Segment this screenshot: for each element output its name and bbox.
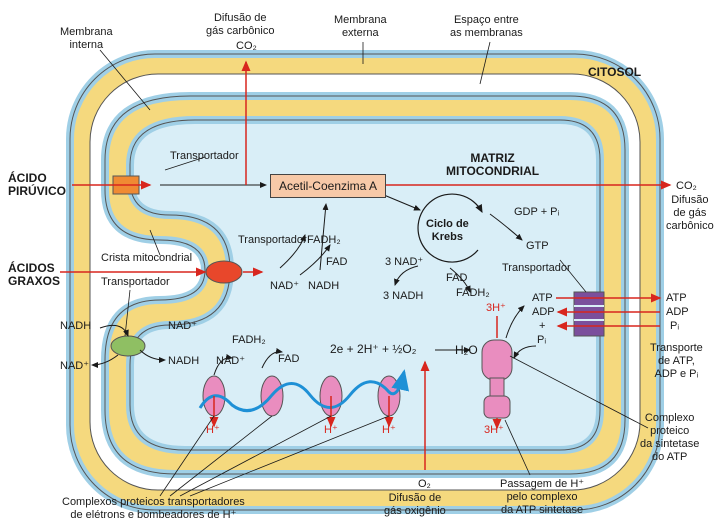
label-nad-3: NAD⁺ [216, 355, 246, 367]
label-nad-left: NAD⁺ [60, 360, 90, 372]
label-atp-in: ATP [532, 292, 553, 304]
fatty-acid-transporter [205, 260, 243, 284]
label-3nad: 3 NAD⁺ [385, 256, 424, 268]
label-o2: O₂ [418, 478, 431, 490]
label-atp-transport: Transporte de ATP, ADP e Pᵢ [650, 342, 703, 380]
label-cytosol: CITOSOL [588, 65, 642, 79]
label-crista: Crista mitocondrial [101, 252, 193, 264]
label-co2-top: CO₂ [236, 40, 257, 52]
label-inner-membrane: Membrana interna [60, 26, 113, 51]
label-nadh-left: NADH [60, 320, 92, 332]
label-fadh2-1: FADH₂ [307, 234, 341, 246]
label-h-passage: Passagem de H⁺ pelo complexo da ATP sint… [500, 478, 585, 516]
label-atp-synthase-complex: Complexo proteico da sintetase do ATP [640, 412, 700, 463]
label-adp-in: ADP [532, 306, 555, 318]
label-nad-1: NAD⁺ [270, 280, 300, 292]
label-nad-2: NAD⁺ [168, 320, 198, 332]
label-o2-diffusion: Difusão de gás oxigênio [384, 492, 446, 517]
acetyl-coa-box: Acetil-Coenzima A [270, 174, 386, 198]
label-matrix: MATRIZ MITOCONDRIAL [446, 151, 540, 178]
label-intermembrane-space: Espaço entre as membranas [450, 14, 523, 39]
label-fadh2-3: FADH₂ [232, 334, 266, 346]
label-fad-2: FAD [446, 272, 468, 284]
label-transporter-2: Transportador [238, 234, 307, 246]
label-fad-3: FAD [278, 353, 300, 365]
nadh-shuttle-transporter [110, 335, 146, 357]
label-nadh-2: NADH [168, 355, 200, 367]
label-fad-1: FAD [326, 256, 348, 268]
label-h-3: H⁺ [382, 424, 396, 436]
label-atp-out: ATP [666, 292, 687, 304]
label-pi-in: Pᵢ [537, 334, 547, 346]
electron-path [198, 369, 410, 413]
label-gdp-pi: GDP + Pᵢ [514, 206, 560, 218]
krebs-cycle-arrow [417, 193, 483, 263]
label-gtp: GTP [526, 240, 549, 252]
label-krebs-cycle: Ciclo de Krebs [426, 218, 469, 243]
label-fadh2-2: FADH₂ [456, 287, 490, 299]
label-transporter-3: Transportador [502, 262, 571, 274]
atp-synthase [481, 339, 513, 419]
label-pyruvic-acid: ÁCIDO PIRÚVICO [8, 171, 67, 198]
label-fatty-acids: ÁCIDOS GRAXOS [8, 261, 61, 288]
label-3h-bottom: 3H⁺ [484, 424, 504, 436]
label-co2-right: CO₂ [676, 180, 697, 192]
label-h2o: H₂O [455, 343, 478, 357]
label-h-1: H⁺ [206, 424, 220, 436]
label-transporter-1: Transportador [170, 150, 239, 162]
label-co2-diffusion-right: Difusão de gás carbônico [666, 194, 714, 232]
label-plus: + [539, 320, 546, 332]
atp-adp-transporter [573, 291, 605, 337]
label-transporter-4: Transportador [101, 276, 170, 288]
label-co2-diffusion-top: Difusão de gás carbônico [206, 12, 275, 37]
label-outer-membrane: Membrana externa [334, 14, 387, 39]
label-pi-out: Pᵢ [670, 320, 680, 332]
label-adp-out: ADP [666, 306, 689, 318]
label-3h-top: 3H⁺ [486, 302, 506, 314]
label-nadh-1: NADH [308, 280, 340, 292]
label-h-2: H⁺ [324, 424, 338, 436]
label-3nadh: 3 NADH [383, 290, 424, 302]
label-equation: 2e + 2H⁺ + ½O₂ [330, 342, 417, 356]
label-etc-complexes: Complexos proteicos transportadores de e… [62, 496, 245, 521]
